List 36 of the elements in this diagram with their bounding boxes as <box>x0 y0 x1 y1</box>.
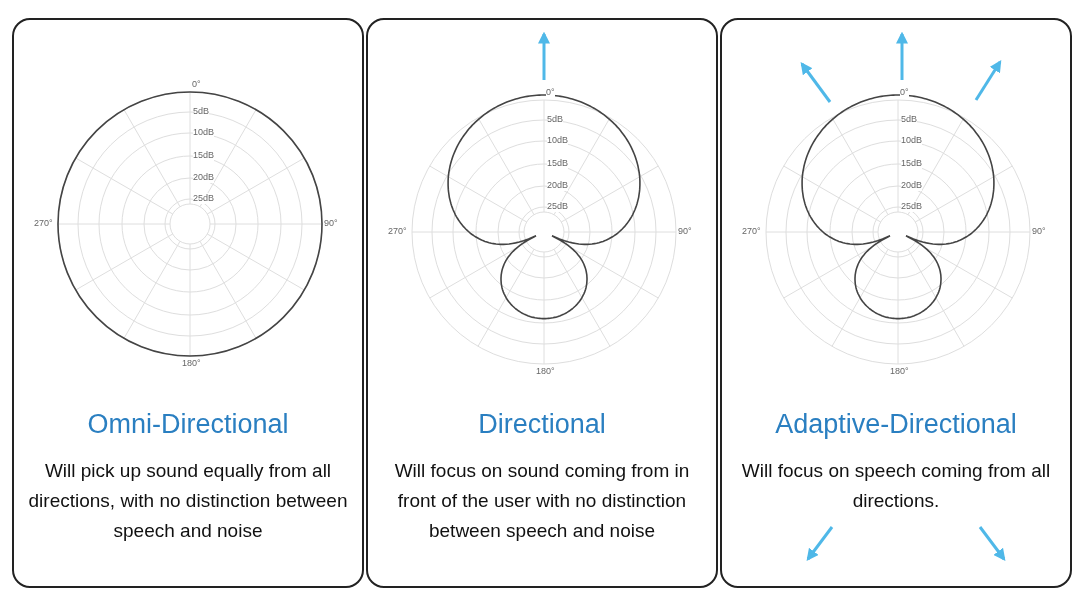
mode-title: Adaptive-Directional <box>774 408 1018 441</box>
axis-tick-label: 20dB <box>547 180 569 191</box>
axis-tick-label: 180° <box>536 366 555 377</box>
axis-tick-label: 15dB <box>193 150 215 161</box>
axis-tick-label: 20dB <box>193 172 215 183</box>
axis-tick-label: 90° <box>1032 226 1046 237</box>
axis-tick-label: 10dB <box>193 127 215 138</box>
axis-tick-label: 270° <box>742 226 761 237</box>
axis-tick-label: 180° <box>890 366 909 377</box>
axis-tick-label: 25dB <box>193 193 215 204</box>
axis-tick-label: 15dB <box>547 158 569 169</box>
axis-tick-label: 10dB <box>901 135 923 146</box>
panel-card <box>366 18 718 588</box>
axis-tick-label: 0° <box>546 87 555 98</box>
mode-description: Will focus on sound coming from in front of the user with no distinction between speech and noise <box>393 459 691 543</box>
panel-card <box>720 18 1072 588</box>
axis-tick-label: 270° <box>388 226 407 237</box>
axis-tick-label: 0° <box>192 79 201 90</box>
axis-tick-label: 5dB <box>547 114 563 125</box>
axis-tick-label: 15dB <box>901 158 923 169</box>
axis-tick-label: 5dB <box>193 106 209 117</box>
axis-tick-label: 25dB <box>547 201 569 212</box>
axis-tick-label: 5dB <box>901 114 917 125</box>
panel-card <box>12 18 364 588</box>
axis-tick-label: 90° <box>678 226 692 237</box>
mode-description: Will focus on speech coming from all directions. <box>740 459 1052 513</box>
axis-tick-label: 180° <box>182 358 201 369</box>
axis-tick-label: 90° <box>324 218 338 229</box>
axis-tick-label: 25dB <box>901 201 923 212</box>
axis-tick-label: 270° <box>34 218 53 229</box>
mode-title: Directional <box>477 408 607 441</box>
mode-description: Will pick up sound equally from all directions, with no distinction between speech and noise <box>28 459 348 543</box>
mode-title: Omni-Directional <box>86 408 290 441</box>
axis-tick-label: 0° <box>900 87 909 98</box>
axis-tick-label: 20dB <box>901 180 923 191</box>
axis-tick-label: 10dB <box>547 135 569 146</box>
